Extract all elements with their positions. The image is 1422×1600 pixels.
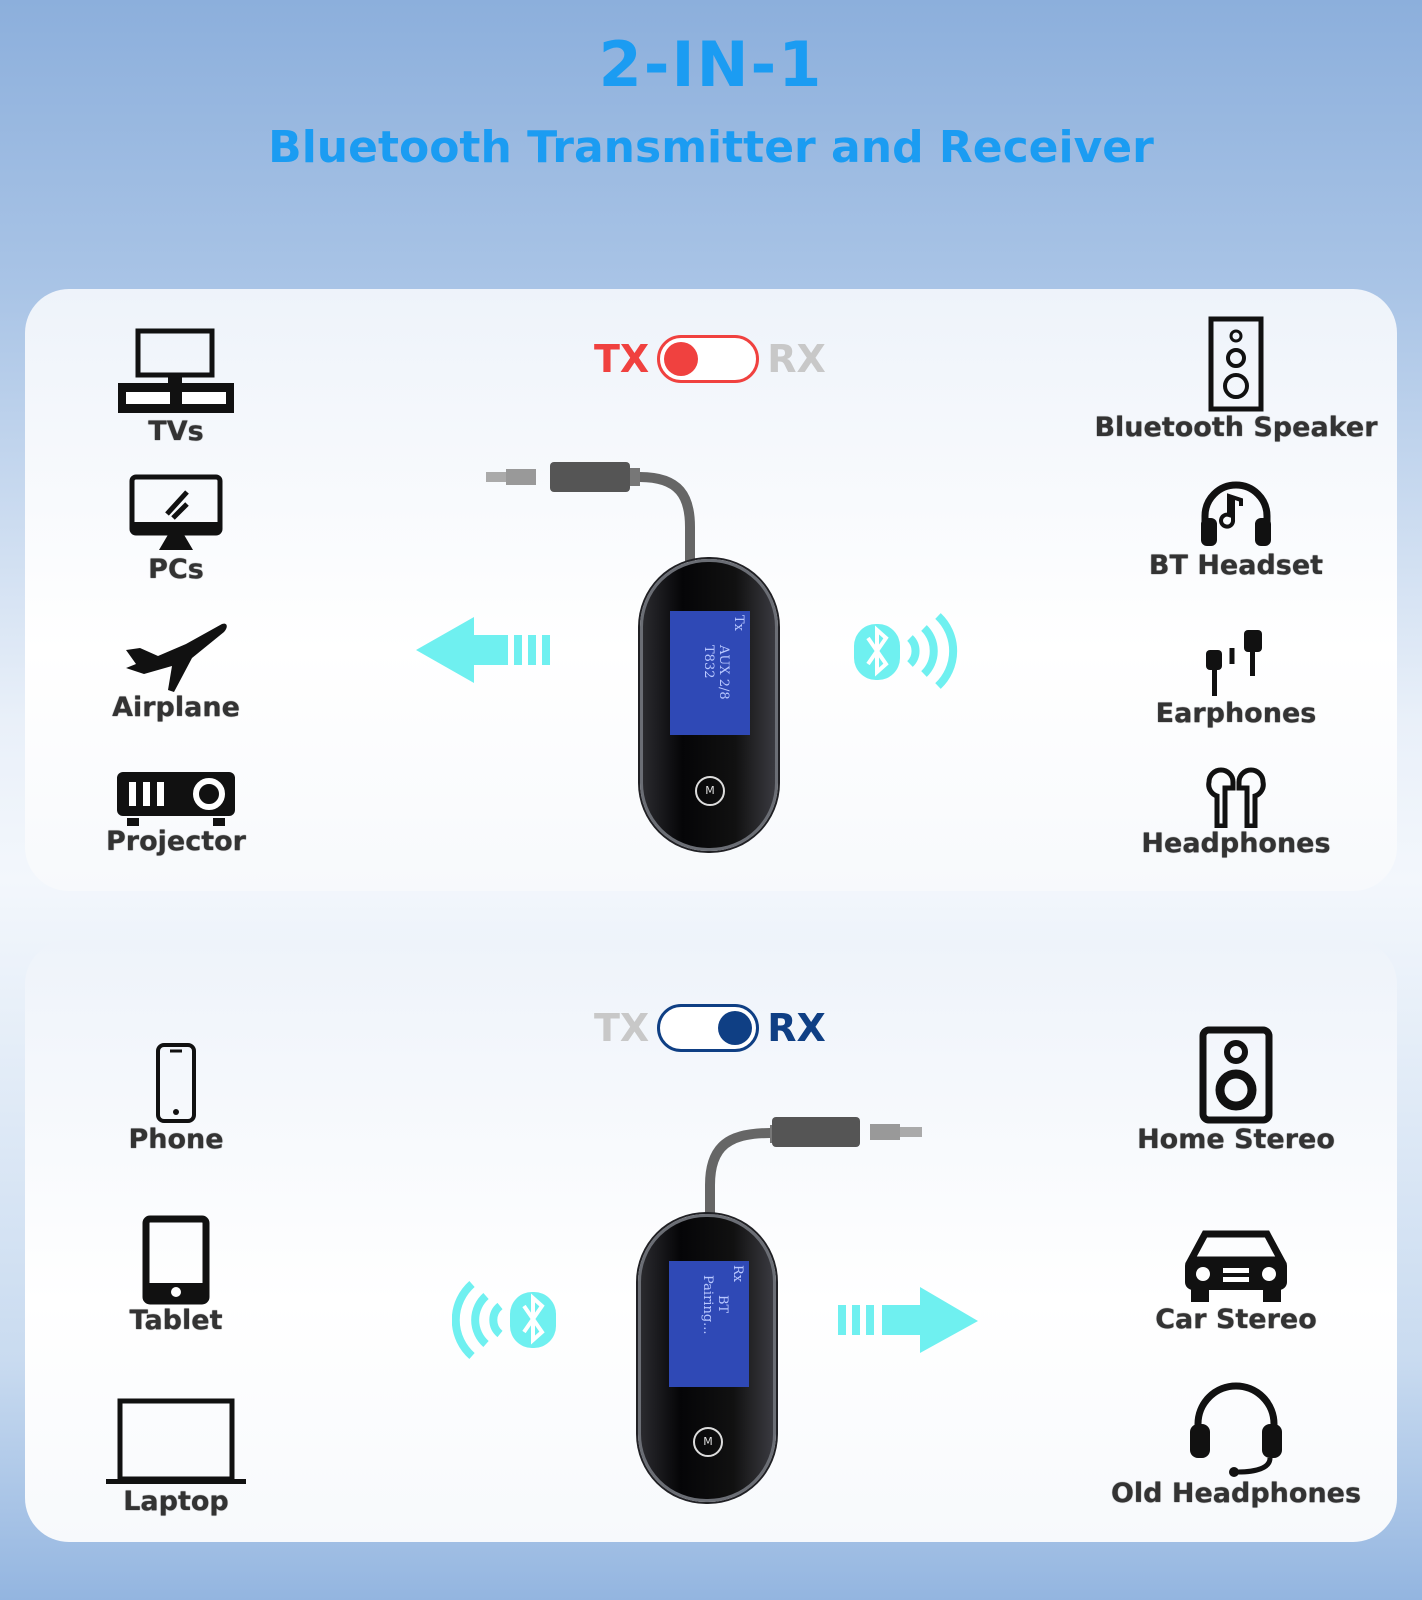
screen-source: BT (715, 1295, 730, 1314)
target-headphones: Headphones (1086, 766, 1386, 859)
laptop-icon (106, 1398, 246, 1484)
source-tvs: TVs (26, 328, 326, 447)
speaker-icon (1208, 316, 1264, 412)
headset-icon (1201, 481, 1271, 546)
bluetooth-signal-icon (452, 1281, 556, 1359)
toggle-knob (664, 342, 699, 376)
target-car-stereo: Car Stereo (1086, 1228, 1386, 1335)
tx-mode-toggle[interactable]: TX RX (594, 335, 826, 383)
left-arrow-icon (416, 617, 550, 683)
toggle-knob (718, 1011, 753, 1045)
projector-icon (117, 772, 235, 826)
earphones-icon (1206, 630, 1262, 696)
toggle-rx-label: RX (767, 337, 826, 381)
toggle-rx-label: RX (767, 1006, 826, 1050)
phone-icon (156, 1043, 196, 1123)
right-arrow-icon (838, 1287, 978, 1353)
tx-device-screen: Tx AUX 2/8 T832 (670, 611, 750, 735)
screen-code: T832 (701, 645, 716, 679)
rx-device-screen: Rx BT Pairing... (669, 1261, 749, 1387)
source-laptop: Laptop (26, 1398, 326, 1517)
source-tablet: Tablet (26, 1215, 326, 1336)
toggle-tx-label: TX (594, 337, 650, 381)
source-phone: Phone (26, 1042, 326, 1155)
aux-cable (705, 1117, 922, 1217)
target-home-stereo: Home Stereo (1086, 1026, 1386, 1155)
target-bt-headset: BT Headset (1086, 478, 1386, 581)
toggle-tx-label: TX (594, 1006, 650, 1050)
rx-mode-toggle[interactable]: TX RX (594, 1004, 826, 1052)
home-stereo-icon (1199, 1026, 1273, 1124)
screen-mode: Rx (730, 1265, 745, 1283)
target-bluetooth-speaker: Bluetooth Speaker (1086, 316, 1386, 443)
screen-mode: Tx (731, 615, 746, 632)
mode-power-button[interactable]: M (695, 776, 725, 806)
title: 2-IN-1 (598, 28, 824, 101)
earbuds-icon (1206, 767, 1266, 828)
pc-icon (129, 474, 223, 550)
headphones-icon (1190, 1382, 1282, 1477)
target-earphones: Earphones (1086, 628, 1386, 729)
source-pcs: PCs (26, 474, 326, 585)
source-airplane: Airplane (26, 622, 326, 723)
rx-device: Rx BT Pairing... M (638, 1214, 776, 1502)
car-icon (1185, 1230, 1287, 1302)
airplane-icon (126, 623, 227, 692)
mode-power-button[interactable]: M (693, 1427, 723, 1457)
screen-status: Pairing... (700, 1275, 715, 1335)
aux-cable (486, 462, 695, 562)
screen-source: AUX 2/8 (716, 645, 731, 700)
tablet-icon (142, 1215, 210, 1305)
source-projector: Projector (26, 770, 326, 857)
bluetooth-signal-icon (854, 613, 958, 689)
target-old-headphones: Old Headphones (1086, 1378, 1386, 1509)
tv-icon (118, 328, 234, 413)
tx-device: Tx AUX 2/8 T832 M (640, 559, 778, 851)
subtitle: Bluetooth Transmitter and Receiver (268, 122, 1154, 173)
